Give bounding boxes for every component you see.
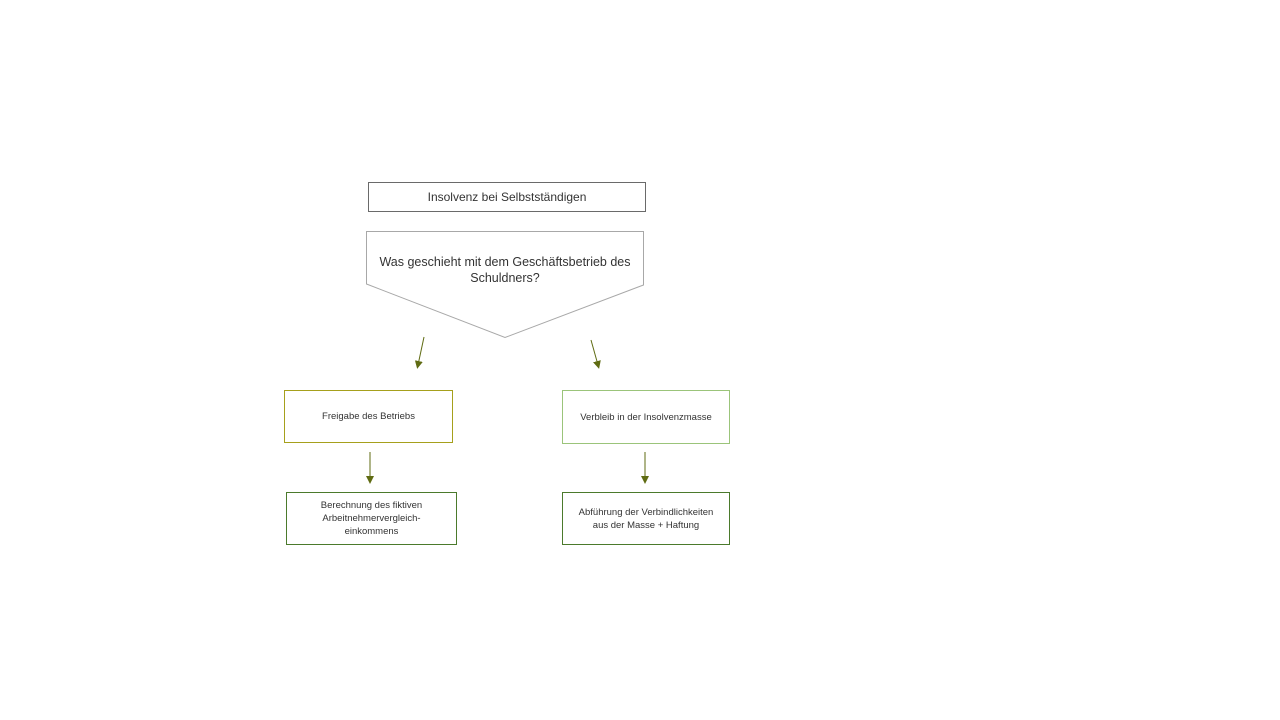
title-box: Insolvenz bei Selbstständigen [368, 182, 646, 212]
left-result-text: Berechnung des fiktiven Arbeitnehmerverg… [320, 500, 423, 537]
left-option-box: Freigabe des Betriebs [284, 390, 453, 443]
arrow-to-right-option [590, 339, 601, 369]
arrow-to-left-option [414, 336, 425, 369]
right-option-box: Verbleib in der Insolvenzmasse [562, 390, 730, 444]
question-text: Was geschieht mit dem Geschäftsbetrieb d… [379, 255, 631, 285]
left-option-text: Freigabe des Betriebs [322, 411, 415, 422]
left-result-box: Berechnung des fiktiven Arbeitnehmerverg… [286, 492, 457, 545]
question-pentagon-shape [366, 231, 644, 339]
right-result-text: Abführung der Verbindlichkeiten aus der … [578, 506, 714, 531]
right-result-box: Abführung der Verbindlichkeiten aus der … [562, 492, 730, 545]
right-option-text: Verbleib in der Insolvenzmasse [580, 411, 712, 423]
title-text: Insolvenz bei Selbstständigen [427, 190, 587, 204]
